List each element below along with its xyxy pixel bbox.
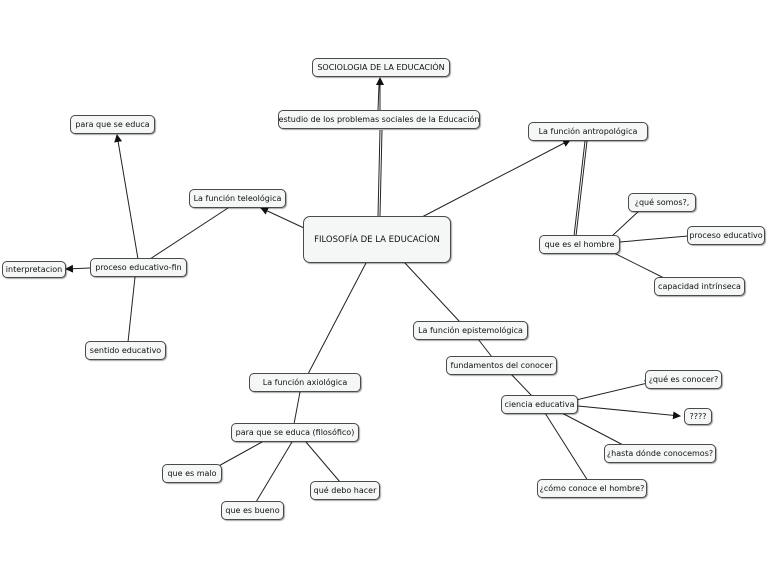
link-parafilosofico-quehacer — [305, 441, 341, 483]
link-parafilosofico-malo — [214, 441, 263, 469]
node-proceso-educativo-fin[interactable]: proceso educativo-fin — [90, 258, 187, 277]
node-para-que-se-educa[interactable]: para que se educa — [70, 115, 155, 134]
link-parafilosofico-bueno — [255, 441, 293, 503]
node-axiologica[interactable]: La función axiológica — [249, 373, 361, 392]
link-center-axiologica — [307, 262, 367, 375]
node-interrogantes[interactable]: ???? — [684, 408, 712, 425]
connection-lines — [65, 77, 689, 503]
node-epistemologica[interactable]: La función epistemológica — [413, 321, 528, 340]
node-que-es-bueno[interactable]: que es bueno — [221, 501, 284, 520]
link-axiologica-parafilosofico — [293, 391, 301, 425]
node-interpretacion[interactable]: interpretacion — [2, 261, 66, 278]
link-fundamentos-ciencia — [509, 372, 533, 397]
link-center-teleologica — [260, 207, 305, 229]
link-center-estudio-b — [379, 129, 383, 217]
node-para-que-se-educa-filosofico[interactable]: para que se educa (filosófico) — [231, 423, 359, 442]
node-teleologica[interactable]: La función teleológica — [189, 189, 286, 208]
node-que-es-conocer[interactable]: ¿qué es conocer? — [645, 370, 722, 389]
link-epistemologica-fundamentos — [477, 338, 493, 358]
node-que-es-malo[interactable]: que es malo — [162, 464, 222, 483]
node-que-somos[interactable]: ¿qué somos?, — [628, 193, 696, 212]
link-procesofin-paraeduca — [114, 134, 139, 260]
link-center-antropologica — [421, 139, 571, 218]
link-hombre-proceso — [619, 235, 689, 243]
node-como-conoce-el-hombre[interactable]: ¿cómo conoce el hombre? — [537, 479, 647, 498]
link-hombre-capacidad — [611, 251, 665, 279]
node-estudio[interactable]: estudio de los problemas sociales de la … — [278, 110, 480, 129]
link-estudio-sociologia-b — [377, 84, 380, 111]
node-ciencia-educativa[interactable]: ciencia educativa — [501, 395, 578, 414]
link-center-epistemologica — [403, 261, 461, 323]
link-procesofin-interpretacion — [65, 264, 91, 273]
node-hasta-donde-conocemos[interactable]: ¿hasta dónde conocemos? — [604, 444, 716, 463]
link-procesofin-sentido — [127, 276, 136, 343]
node-filosofia[interactable]: FILOSOFÍA DE LA EDUCACÍON — [303, 216, 451, 263]
link-ciencia-queconocer — [575, 379, 653, 401]
node-sentido-educativo[interactable]: sentido educativo — [85, 341, 166, 360]
link-hombre-antropologica-b — [575, 140, 588, 237]
link-ciencia-interrog — [577, 405, 681, 420]
link-ciencia-comoconoce — [544, 412, 589, 482]
node-proceso-educativo[interactable]: proceso educativo — [687, 226, 765, 245]
link-teleologica-procesofin — [149, 207, 229, 260]
node-que-es-el-hombre[interactable]: que es el hombre — [539, 235, 620, 254]
node-fundamentos-del-conocer[interactable]: fundamentos del conocer — [446, 356, 557, 375]
link-hombre-antropologica — [573, 140, 586, 237]
node-capacidad-intrinseca[interactable]: capacidad intrínseca — [654, 277, 745, 296]
node-sociologia[interactable]: SOCIOLOGIA DE LA EDUCACIÓN — [312, 58, 450, 77]
link-hombre-quesomos — [611, 209, 641, 237]
node-que-debo-hacer[interactable]: qué debo hacer — [310, 481, 380, 500]
link-ciencia-hastadonde — [559, 411, 626, 447]
node-antropologica[interactable]: La función antropológica — [528, 122, 648, 141]
link-center-estudio — [377, 129, 381, 217]
